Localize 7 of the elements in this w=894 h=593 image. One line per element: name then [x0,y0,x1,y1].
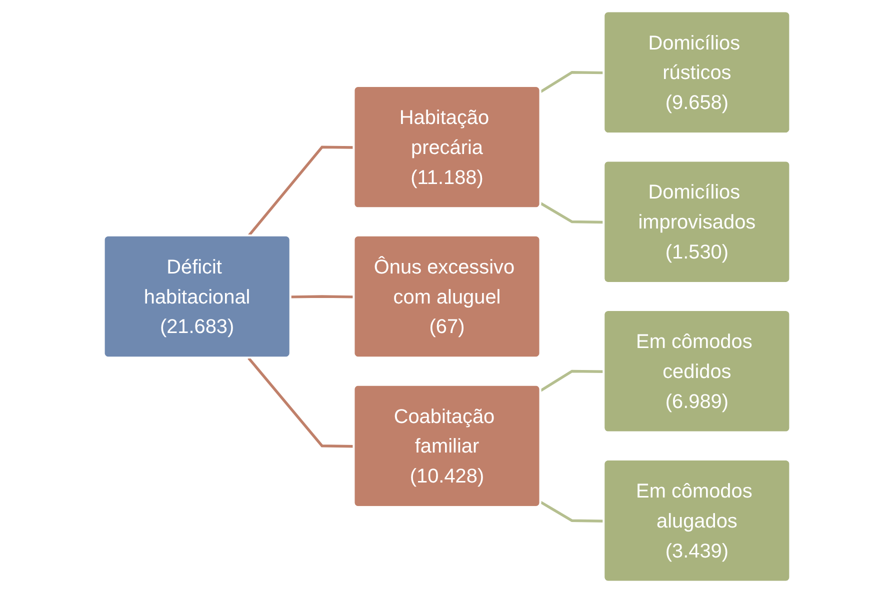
connector [248,146,354,237]
connector [248,357,354,448]
connector [540,71,604,93]
connector [540,202,604,224]
connector [540,370,604,392]
connector [540,500,604,522]
connector [290,295,354,298]
